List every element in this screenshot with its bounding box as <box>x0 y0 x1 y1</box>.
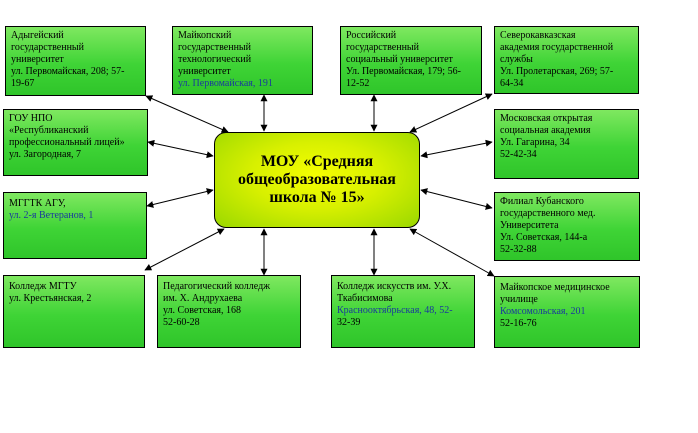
box-line: «Республиканский <box>9 125 89 136</box>
arrow-moscow-open <box>420 139 493 159</box>
box-line: Ткабисимова <box>337 293 393 304</box>
box-line: Северокавказская <box>500 30 576 41</box>
box-line: технологический <box>178 54 252 65</box>
pedagogical-college-box: Педагогический колледж им. Х. Андрухаева… <box>157 275 301 348</box>
box-line: Колледж МГТУ <box>9 281 77 292</box>
medical-school-box: Майкопское медицинское училище Комсомоль… <box>494 276 640 348</box>
moscow-open-academy-box: Московская открытая социальная академия … <box>494 109 639 179</box>
box-line: университет <box>178 66 231 77</box>
box-line: 12-52 <box>346 78 370 89</box>
box-line: ул. 2-я Ветеранов, 1 <box>9 210 94 221</box>
box-line: 19-67 <box>11 78 35 89</box>
box-line: училище <box>500 294 538 305</box>
box-line: Ул. Пролетарская, 269; 57- <box>500 66 614 77</box>
arrow-kuban-med <box>420 188 493 210</box>
box-line: Российский <box>346 30 397 41</box>
box-line: ул. Советская, 168 <box>163 305 241 316</box>
box-line: государственный <box>346 42 419 53</box>
box-line: Филиал Кубанского <box>500 196 584 207</box>
box-line: 52-32-88 <box>500 244 537 255</box>
kuban-med-branch-box: Филиал Кубанского государственного мед. … <box>494 192 640 261</box>
box-line: социальная академия <box>500 125 591 136</box>
arrow-adygei-univ <box>145 95 229 133</box>
arrow-gou-npo <box>147 139 214 159</box>
box-line: им. Х. Андрухаева <box>163 293 243 304</box>
box-line: Ул. Советская, 144-а <box>500 232 588 243</box>
russian-social-university-box: Российский государственный социальный ун… <box>340 26 482 95</box>
school-15-center-box: МОУ «Средняя общеобразовательная школа №… <box>214 132 420 228</box>
arrow-nc-academy <box>409 93 493 133</box>
box-line: 64-34 <box>500 78 524 89</box>
box-line: социальный университет <box>346 54 453 65</box>
adygei-university-box: Адыгейский государственный университет у… <box>5 26 146 96</box>
mggtk-agu-box: МГГТК АГУ, ул. 2-я Ветеранов, 1 <box>3 192 147 259</box>
box-line: Ул. Гагарина, 34 <box>500 137 570 148</box>
arts-college-box: Колледж искусств им. У.Х. Ткабисимова Кр… <box>331 275 475 348</box>
box-line: государственного мед. <box>500 208 596 219</box>
box-line: университет <box>11 54 64 65</box>
college-mgtu-box: Колледж МГТУ ул. Крестьянская, 2 <box>3 275 145 348</box>
arrow-med-school <box>409 228 495 277</box>
box-line: ул. Первомайская, 191 <box>178 78 273 89</box>
box-line: Адыгейский <box>11 30 64 41</box>
box-line: Майкопское медицинское <box>500 282 610 293</box>
box-line: академия государственной <box>500 42 614 53</box>
nc-academy-box: Северокавказская академия государственно… <box>494 26 639 94</box>
box-line: Колледж искусств им. У.Х. <box>337 281 452 292</box>
box-line: Майкопский <box>178 30 232 41</box>
box-line: Ул. Первомайская, 179; 56- <box>346 66 461 77</box>
box-line: 52-42-34 <box>500 149 537 160</box>
box-line: 32-39 <box>337 317 361 328</box>
center-title-line: МОУ «Средняя <box>260 153 374 170</box>
box-line: Университета <box>500 220 559 231</box>
center-title-line: школа № 15» <box>269 189 365 206</box>
box-line: 52-60-28 <box>163 317 200 328</box>
arrow-college-mgtu <box>144 228 225 271</box>
box-line: 52-16-76 <box>500 318 537 329</box>
box-line: Московская открытая <box>500 113 593 124</box>
box-line: МГГТК АГУ, <box>9 198 66 209</box>
box-line: государственный <box>178 42 251 53</box>
box-line: ул. Загородная, 7 <box>9 149 82 160</box>
center-title-line: общеобразовательная <box>238 171 396 188</box>
box-line: профессиональный лицей» <box>9 137 125 148</box>
arrow-mggtk <box>146 188 214 208</box>
box-line: Педагогический колледж <box>163 281 271 292</box>
box-line: службы <box>500 54 533 65</box>
box-line: ул. Крестьянская, 2 <box>9 293 92 304</box>
box-line: Комсомольская, 201 <box>500 306 586 317</box>
box-line: ул. Первомайская, 208; 57- <box>11 66 125 77</box>
maikop-tech-university-box: Майкопский государственный технологическ… <box>172 26 313 95</box>
box-line: государственный <box>11 42 84 53</box>
box-line: ГОУ НПО <box>9 113 53 124</box>
box-line: Краснооктябрьская, 48, 52- <box>337 305 453 316</box>
gou-npo-lyceum-box: ГОУ НПО «Республиканский профессиональны… <box>3 109 148 176</box>
